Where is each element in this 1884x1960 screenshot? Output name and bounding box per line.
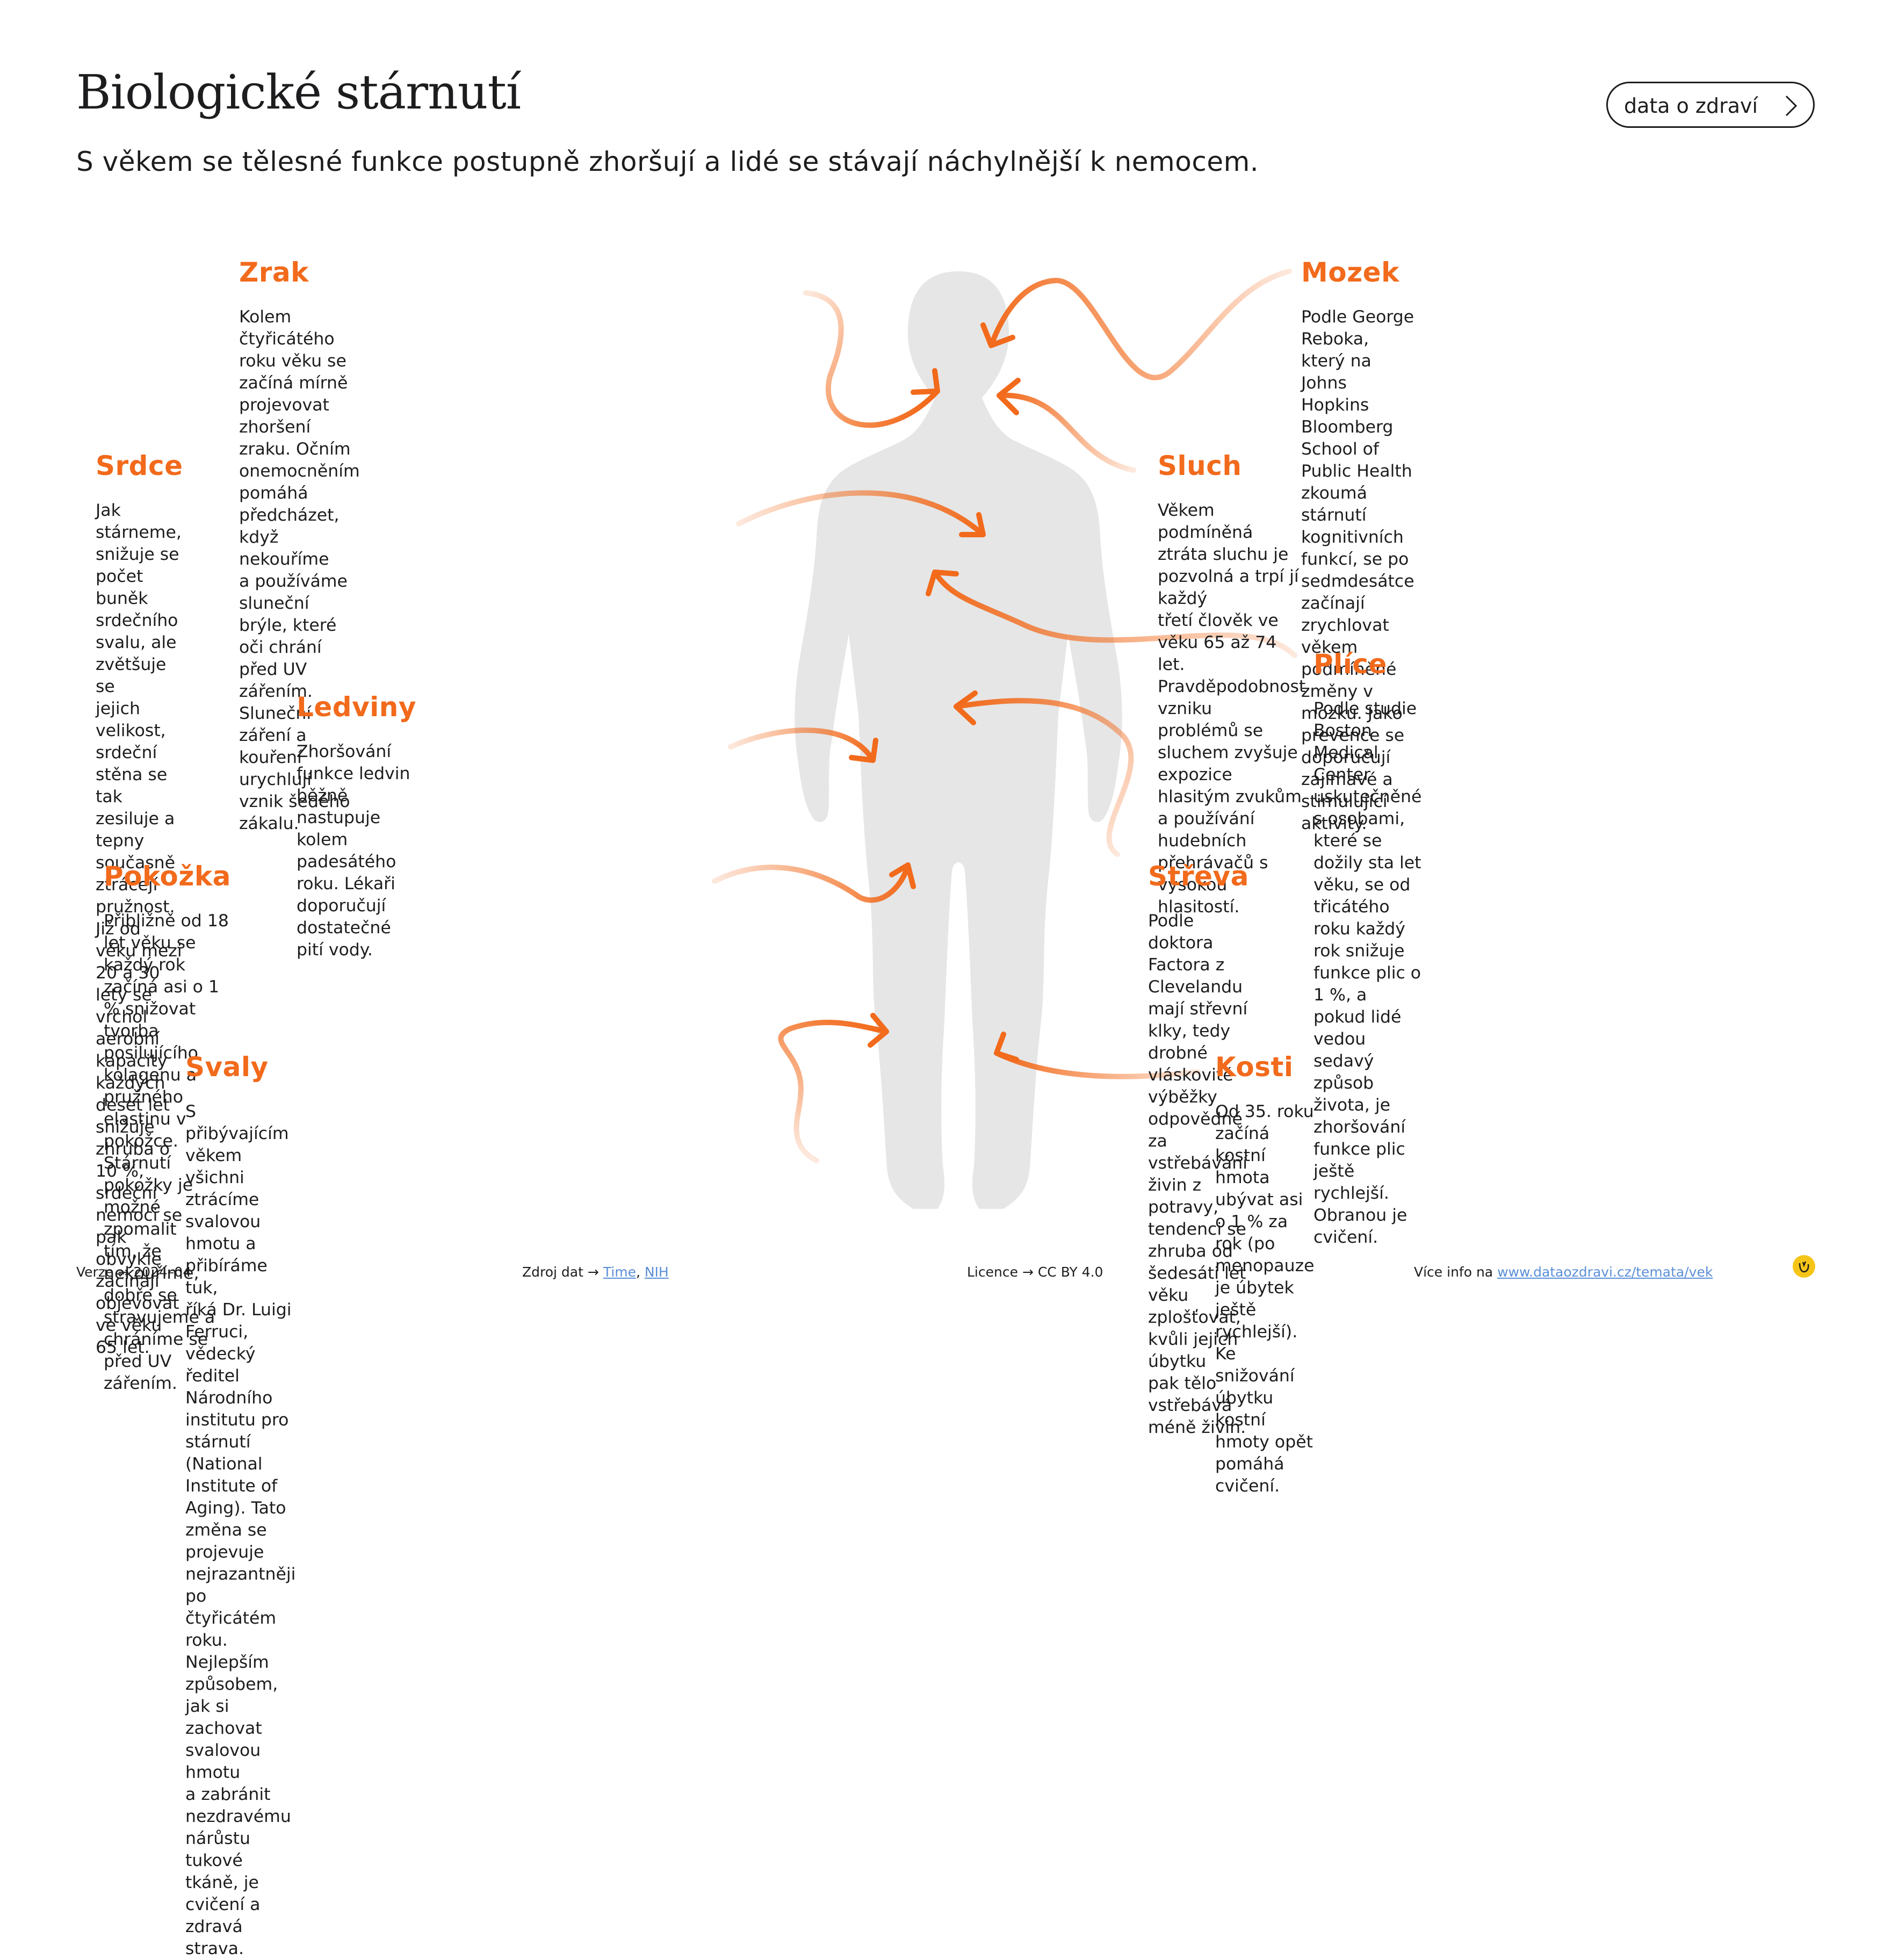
page-subtitle: S věkem se tělesné funkce postupně zhorš… xyxy=(76,146,1259,177)
mozek-text: Podle George Reboka, který na Johns Hopk… xyxy=(1301,307,1414,833)
more-info-link[interactable]: www.dataozdravi.cz/temata/vek xyxy=(1497,1264,1713,1280)
arrowhead-zrak xyxy=(911,368,940,395)
arrow-sluch xyxy=(997,392,1136,473)
arrowhead-srdce xyxy=(959,512,986,537)
arrow-srdce xyxy=(736,490,986,537)
footer-more-info: Více info na www.dataozdravi.cz/temata/v… xyxy=(1414,1264,1713,1280)
arrow-streva xyxy=(954,698,1134,857)
sluch-title: Sluch xyxy=(1158,450,1242,481)
arrowhead-sluch xyxy=(997,378,1021,415)
section-mozek: Mozek Podle George Reboka, který na John… xyxy=(1301,257,1414,833)
source-link-time[interactable]: Time xyxy=(603,1264,636,1280)
arrow-svaly xyxy=(778,1019,889,1163)
arrowhead-plice xyxy=(926,570,959,596)
arrowhead-mozek xyxy=(980,322,1015,348)
sluch-text: Věkem podmíněná ztráta sluchu je pozvoln… xyxy=(1158,501,1306,917)
footer-license: Licence → CC BY 4.0 xyxy=(967,1264,1103,1280)
arrow-zrak xyxy=(803,290,940,428)
srdce-text: Jak stárneme, snižuje se počet buněk srd… xyxy=(96,501,183,1357)
svaly-title: Svaly xyxy=(185,1051,269,1083)
badge-label: data o zdraví xyxy=(1624,94,1758,118)
arrowhead-kosti xyxy=(994,1032,1019,1062)
kosti-title: Kosti xyxy=(1215,1051,1294,1083)
arrowhead-pokozka xyxy=(889,862,916,889)
pokozka-title: Pokožka xyxy=(104,861,231,892)
ledviny-title: Ledviny xyxy=(297,691,416,723)
source-link-nih[interactable]: NIH xyxy=(644,1264,669,1280)
arrowhead-ledviny xyxy=(849,738,878,763)
footer-version: Verze → 2024–04 xyxy=(76,1264,192,1280)
section-pokozka: Pokožka Přibližně od 18 let věku se každ… xyxy=(104,861,231,1393)
arrow-kosti xyxy=(994,1050,1201,1079)
plice-text: Podle studie Boston Medical Center uskut… xyxy=(1313,699,1422,1247)
page-title: Biologické stárnutí xyxy=(76,64,521,120)
arrow-icon: → xyxy=(1022,1264,1034,1280)
arrowhead-streva xyxy=(954,690,978,725)
section-svaly: Svaly S přibývajícím věkem všichni ztrác… xyxy=(185,1051,295,1958)
svaly-text: S přibývajícím věkem všichni ztrácíme sv… xyxy=(185,1102,296,1958)
mozek-title: Mozek xyxy=(1301,257,1399,288)
ledviny-text: Zhoršování funkce ledvin běžně nastupuje… xyxy=(297,742,410,960)
section-zrak: Zrak Kolem čtyřicátého roku věku se začí… xyxy=(239,257,360,833)
zrak-text: Kolem čtyřicátého roku věku se začíná mí… xyxy=(239,307,360,833)
section-streva: Střeva Podle doktora Factora z Cleveland… xyxy=(1148,861,1249,1437)
srdce-title: Srdce xyxy=(96,450,183,481)
section-kosti: Kosti Od 35. roku začíná kostní hmota ub… xyxy=(1215,1051,1314,1496)
arrow-icon: → xyxy=(587,1264,599,1280)
arrow-plice xyxy=(932,570,1297,658)
arrow-ledviny xyxy=(728,727,876,763)
chevron-right-icon xyxy=(1785,95,1798,117)
arrow-mozek xyxy=(988,269,1292,380)
body-diagram xyxy=(712,269,1297,1209)
section-ledviny: Ledviny Zhoršování funkce ledvin běžně n… xyxy=(297,691,416,960)
logo-icon xyxy=(1793,1255,1815,1278)
arrowhead-svaly xyxy=(868,1013,889,1048)
section-srdce: Srdce Jak stárneme, snižuje se počet bun… xyxy=(96,450,183,1357)
arrow-icon: → xyxy=(118,1264,129,1280)
kosti-text: Od 35. roku začíná kostní hmota ubývat a… xyxy=(1215,1102,1315,1496)
plice-title: Plíce xyxy=(1313,648,1387,680)
streva-title: Střeva xyxy=(1148,861,1249,892)
zrak-title: Zrak xyxy=(239,257,309,288)
footer-source: Zdroj dat → Time, NIH xyxy=(522,1264,669,1280)
data-o-zdravi-button[interactable]: data o zdraví xyxy=(1606,82,1815,128)
human-silhouette xyxy=(795,271,1122,1209)
arrow-pokozka xyxy=(712,862,911,903)
section-plice: Plíce Podle studie Boston Medical Center… xyxy=(1313,648,1421,1247)
section-sluch: Sluch Věkem podmíněná ztráta sluchu je p… xyxy=(1158,450,1305,917)
